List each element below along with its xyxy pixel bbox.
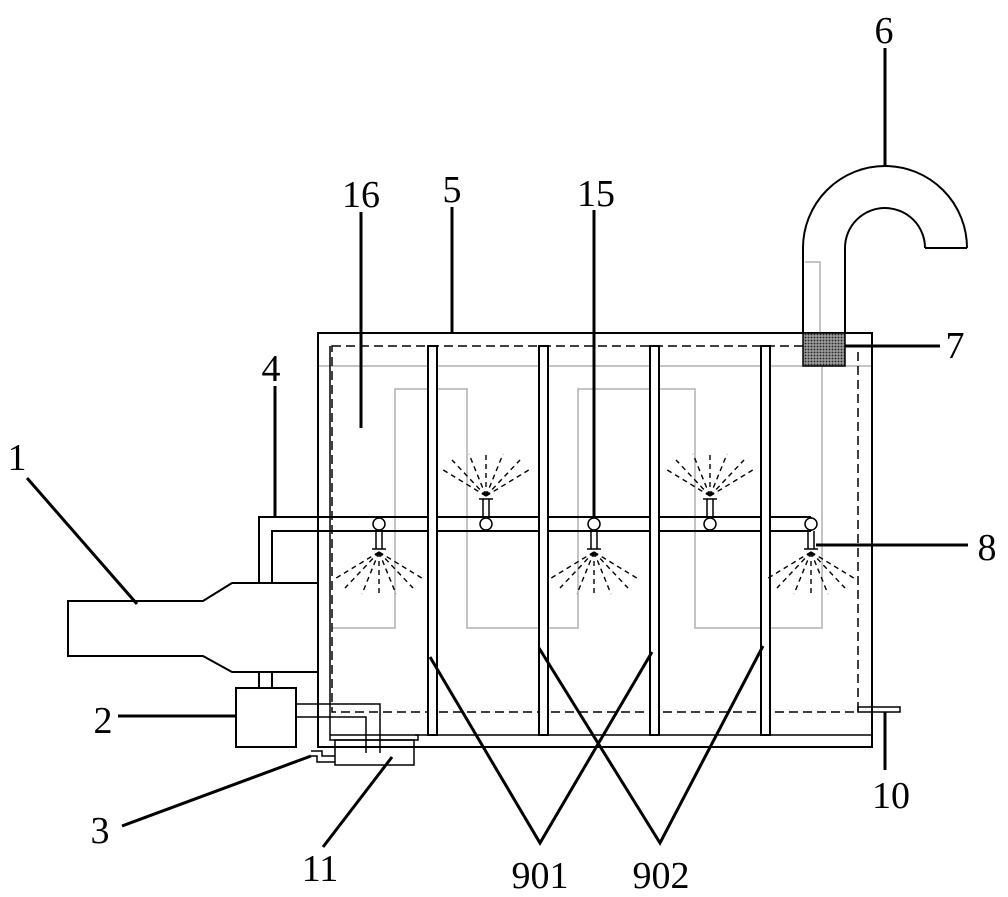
drain-pipe-lower bbox=[311, 756, 335, 762]
callout-8: 8 bbox=[978, 527, 997, 569]
exhaust-hidden-line bbox=[805, 262, 820, 333]
baffle-4 bbox=[761, 346, 770, 735]
exhaust-inner-arc bbox=[845, 208, 925, 248]
baffle-1 bbox=[428, 346, 437, 735]
leader-1 bbox=[27, 478, 137, 604]
callout-6: 6 bbox=[875, 10, 894, 52]
leader-11 bbox=[323, 757, 392, 847]
callout-10: 10 bbox=[872, 775, 910, 817]
baffle-3 bbox=[650, 346, 659, 735]
callout-11: 11 bbox=[302, 848, 339, 890]
callout-2: 2 bbox=[94, 700, 113, 742]
inlet-duct bbox=[68, 583, 318, 672]
pump-box bbox=[236, 688, 296, 747]
callout-7: 7 bbox=[946, 325, 965, 367]
pump-outlet-pipe-1 bbox=[296, 704, 380, 753]
overflow-pipe bbox=[858, 707, 900, 712]
leader-3 bbox=[122, 756, 311, 826]
callout-1: 1 bbox=[8, 437, 27, 479]
filter-block bbox=[803, 333, 845, 366]
spray-pipe-outer bbox=[259, 517, 811, 583]
nozzle-up-2 bbox=[664, 452, 756, 530]
baffle-2 bbox=[539, 346, 548, 735]
callout-901: 901 bbox=[512, 855, 569, 897]
callout-5: 5 bbox=[443, 169, 462, 211]
callout-3: 3 bbox=[91, 810, 110, 852]
callout-15: 15 bbox=[577, 173, 615, 215]
collector-tank bbox=[335, 740, 414, 765]
callout-16: 16 bbox=[342, 174, 380, 216]
nozzle-down-1 bbox=[333, 518, 425, 596]
nozzle-up-1 bbox=[440, 452, 532, 530]
flow-path-line bbox=[332, 366, 822, 628]
callout-4: 4 bbox=[262, 348, 281, 390]
nozzle-down-2 bbox=[548, 518, 640, 596]
callout-902: 902 bbox=[633, 855, 690, 897]
nozzle-down-3 bbox=[765, 518, 857, 596]
